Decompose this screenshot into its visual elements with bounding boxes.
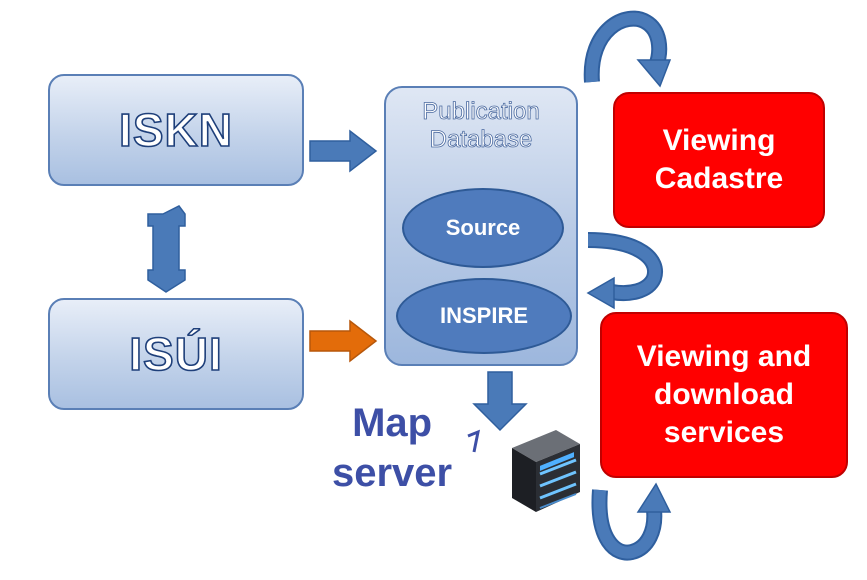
iskn-box: ISKN [48,74,304,186]
viewing-cadastre-box: Viewing Cadastre [613,92,825,228]
publication-database-box: Publication Database Source INSPIRE [384,86,578,366]
viewing-cadastre-line1: Viewing [662,124,776,157]
inspire-label: INSPIRE [439,303,529,328]
map-server-label: Map server [332,398,452,498]
publication-database-title: Publication Database [386,98,576,154]
curved-arrow-middle [586,232,663,310]
inspire-oval: INSPIRE [396,278,572,354]
viewing-download-line1: Viewing and [636,340,812,373]
curved-arrow-top [583,10,672,88]
viewing-download-box: Viewing and download services [600,312,848,478]
map-server-line2: server [332,451,453,495]
curved-arrow-bottom [591,482,672,561]
arrow-iskn-to-publication [309,129,378,173]
publication-title-line2: Database [429,126,533,154]
source-oval: Source [402,188,564,268]
viewing-download-line3: services [663,416,785,449]
arrow-isui-to-publication [309,319,378,363]
publication-title-line1: Publication [422,98,540,126]
iskn-label: ISKN [118,103,233,157]
arrow-publication-to-server [472,371,528,432]
map-server-line1: Map [352,401,433,445]
arrow-iskn-isui-bidirectional [147,205,186,293]
isui-label: ISÚI [128,327,223,381]
small-dash-mark [467,429,481,453]
isui-box: ISÚI [48,298,304,410]
viewing-download-line2: download [654,378,794,411]
viewing-cadastre-line2: Cadastre [654,162,784,195]
server-rack-icon [512,430,580,512]
source-label: Source [445,215,521,240]
